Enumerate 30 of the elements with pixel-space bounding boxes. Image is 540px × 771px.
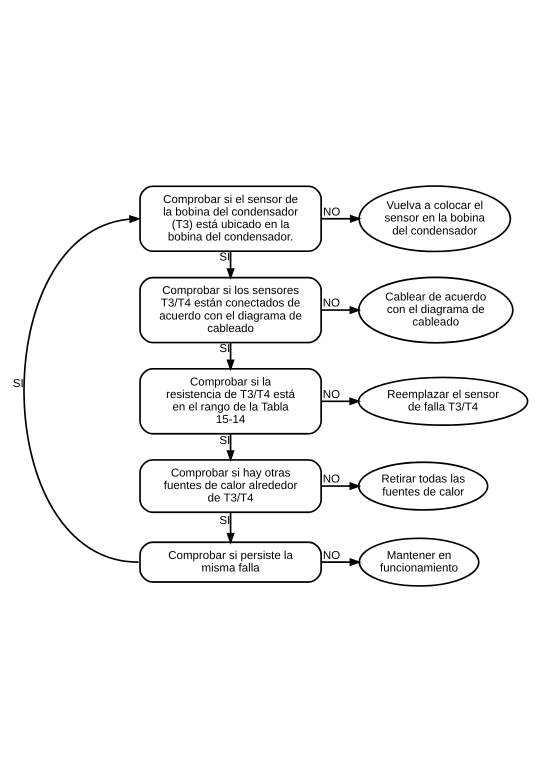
edge-label: NO (322, 388, 340, 400)
node-ellipse: Retirar todas las fuentes de calor (358, 460, 488, 510)
edge-label: NO (323, 206, 340, 218)
arrow (226, 251, 235, 280)
arrow (226, 342, 235, 371)
node-ellipse: Mantener en funcionamiento (358, 536, 480, 586)
edge-label: SI (219, 251, 230, 264)
edge-label: NO (322, 549, 340, 562)
edge-label: NO (322, 473, 340, 486)
node-ellipse: Vuelva a colocar el sensor en la bobina del condensador (358, 184, 512, 252)
arrow (321, 481, 362, 490)
node-box: Comprobar si el sensor de la bobina del condensador (T3) está ubicado en la bobina del condensador. (139, 184, 322, 252)
arrow (322, 558, 362, 566)
node-box: Comprobar si hay otras fuentes de calor alrededor de T3/T4 (139, 458, 322, 513)
node-ellipse: Reemplazar el sensor de falla T3/T4 (358, 376, 528, 426)
edge-label: SI (219, 514, 230, 527)
arrow (23, 214, 141, 562)
arrow (226, 512, 235, 544)
node-box: Comprobar si los sensores T3/T4 están conectados de acuerdo con el diagrama de cableado (139, 276, 322, 343)
arrow (322, 396, 362, 405)
node-box: Comprobar si la resistencia de T3/T4 está en el rango de la Tabla 15-14 (139, 368, 322, 434)
node-ellipse: Cablear de acuerdo con el diagrama de cableado (358, 276, 514, 344)
arrow (321, 305, 362, 314)
edge-label: NO (322, 297, 340, 310)
arrow (322, 214, 362, 222)
edge-label: SI (219, 434, 230, 446)
edge-label: SI (219, 342, 230, 354)
node-box: Comprobar si persiste la misma falla (139, 540, 322, 582)
arrow (226, 434, 235, 462)
edge-label: SI (12, 378, 24, 390)
